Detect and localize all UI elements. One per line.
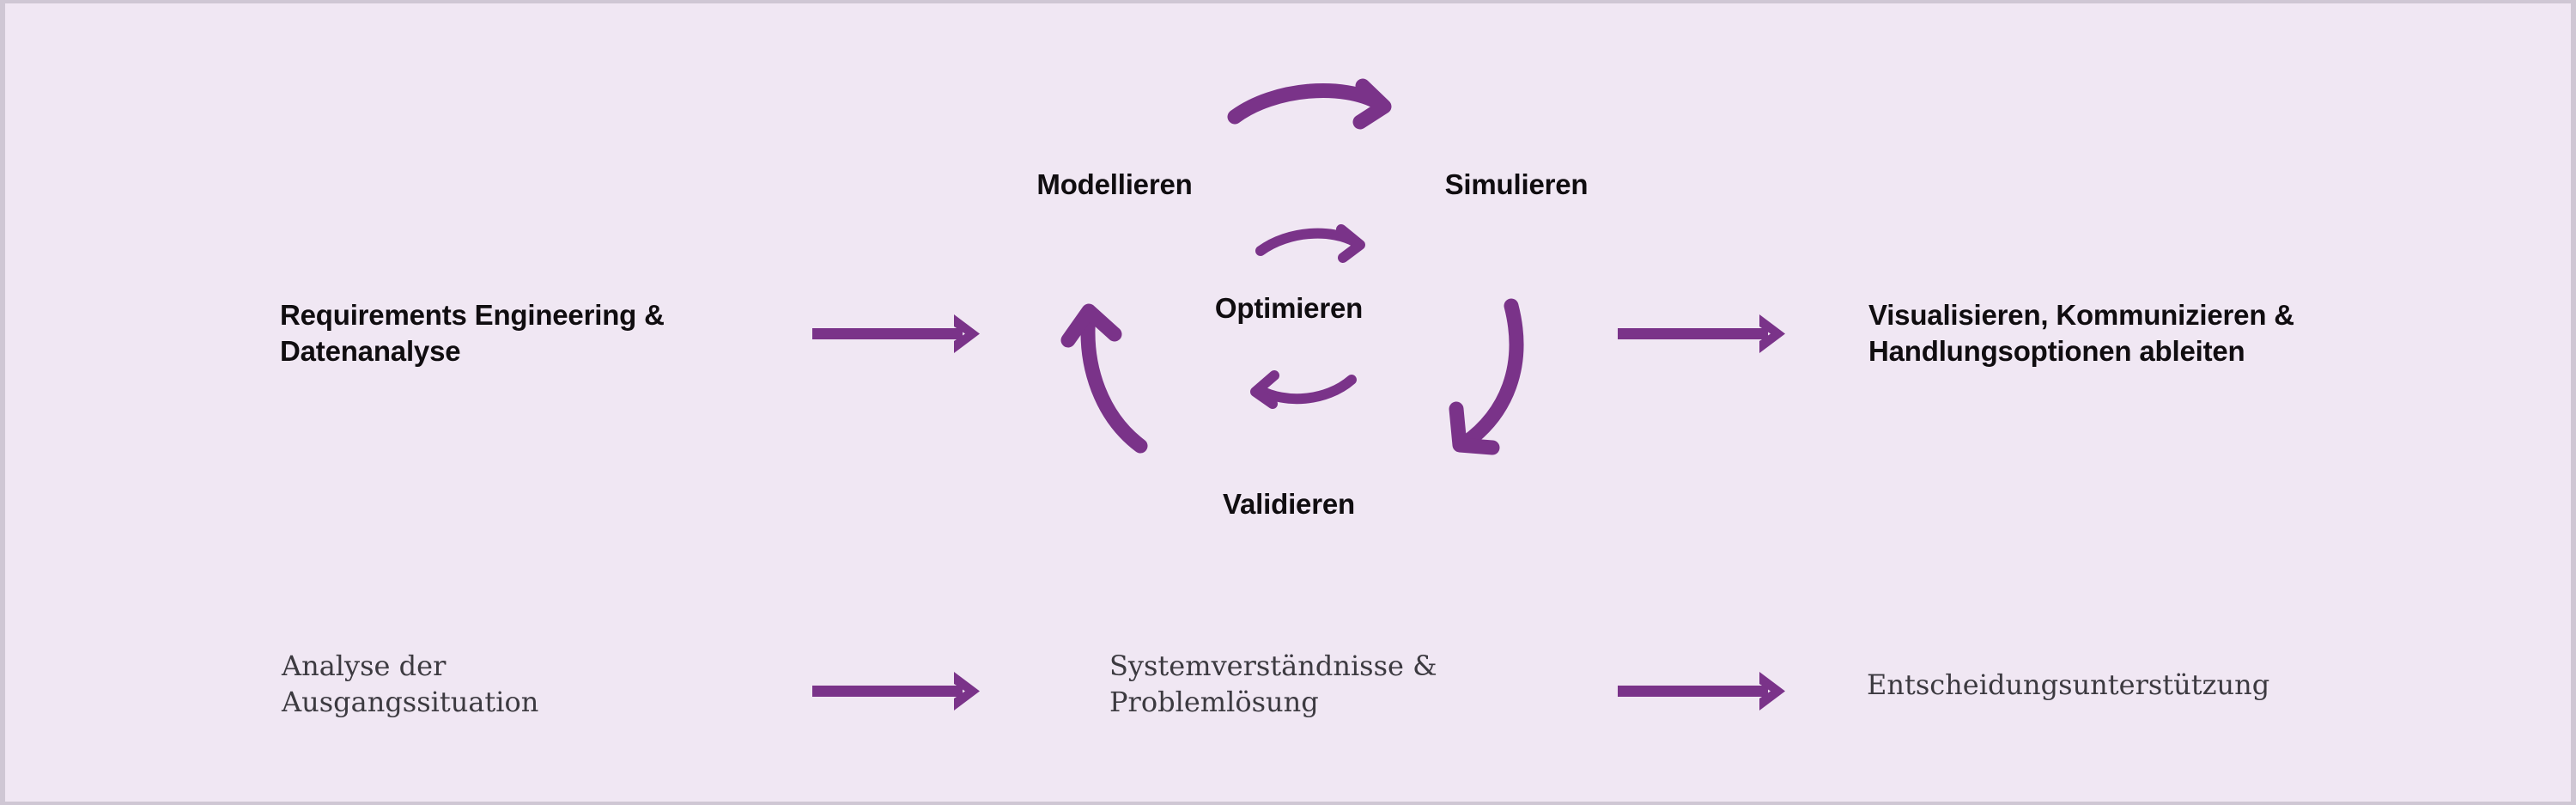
stage-label-output: Visualisieren, Kommunizieren & Handlungs… [1868,299,2294,368]
arrow-inner-top [1255,224,1365,263]
arrow-inner-bottom [1250,370,1357,409]
arrow-core-to-output [1618,314,1785,353]
cycle-label-simulieren: Simulieren [1444,168,1589,200]
cycle-label-validieren: Validieren [1223,488,1355,520]
cycle-label-modellieren: Modellieren [1036,168,1193,200]
cycle-label-optimieren: Optimieren [1214,292,1364,324]
diagram-panel: Requirements Engineering & Datenanalyse … [5,3,2571,802]
stage-label-input: Requirements Engineering & Datenanalyse [280,299,665,368]
arrow-cycle-left [1060,303,1148,454]
arrow-outcome-mid [1618,672,1785,710]
arrow-outcome-left [812,672,980,710]
outcome-label-left: Analyse der Ausgangssituation [282,649,539,719]
arrow-input-to-core [812,314,980,353]
outcome-label-middle: Systemverständnisse & Problemlösung [1109,649,1437,719]
arrow-cycle-top [1227,78,1392,130]
outcome-label-right: Entscheidungsunterstützung [1867,668,2270,701]
arrow-cycle-right [1449,298,1524,455]
